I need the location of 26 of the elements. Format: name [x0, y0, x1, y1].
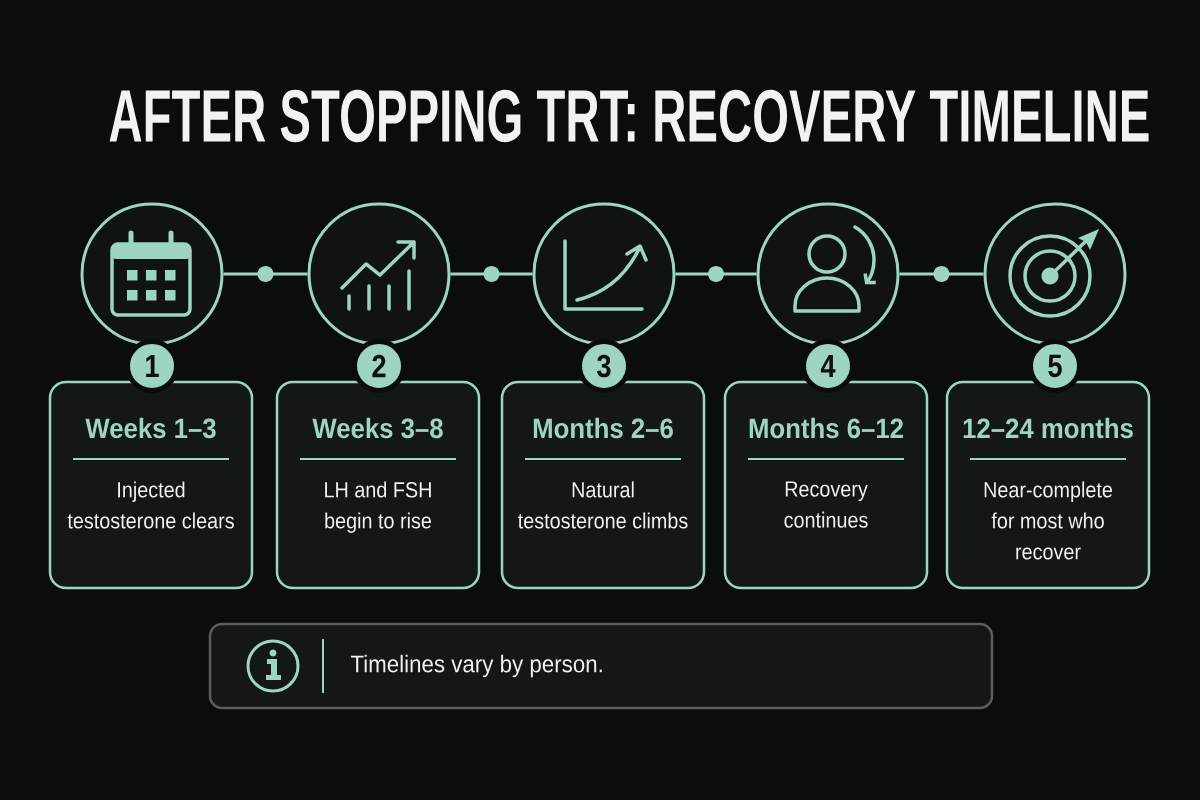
icon-circle	[307, 202, 451, 346]
card-description: LH and FSH begin to rise	[325, 481, 431, 533]
card-heading: Weeks 3–8	[312, 417, 443, 439]
note-text: Timelines vary by person.	[350, 654, 602, 678]
note-box	[208, 622, 994, 710]
card-heading: Weeks 1–3	[85, 417, 216, 439]
connector-line	[675, 272, 757, 276]
card-description: Injected testosterone clears	[67, 481, 234, 529]
card-description: Recovery continues	[784, 481, 868, 528]
connector-line	[450, 272, 533, 276]
card	[275, 380, 481, 590]
connector-line	[899, 272, 984, 276]
card-description: Near-complete for most who recover	[984, 481, 1113, 560]
icon-circle	[756, 202, 900, 346]
card-heading: Months 6–12	[749, 417, 903, 439]
icon-circle	[983, 202, 1127, 346]
card	[500, 380, 706, 590]
icon-circle	[532, 202, 676, 346]
connector-line	[223, 272, 308, 276]
card	[723, 380, 929, 590]
card	[48, 380, 254, 590]
card-heading: 12–24 months	[963, 417, 1133, 439]
card-heading: Months 2–6	[533, 417, 673, 439]
card	[945, 380, 1151, 590]
title: AFTER STOPPING TRT: RECOVERY TIMELINE	[109, 89, 1149, 143]
card-description: Natural testosterone climbs	[518, 481, 688, 529]
